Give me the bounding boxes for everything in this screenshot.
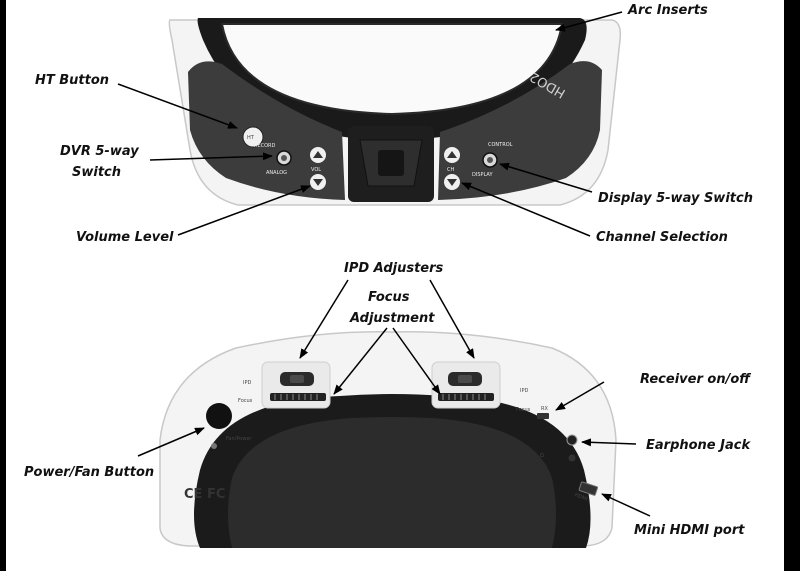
vol-down-arrow-icon — [313, 179, 323, 186]
left-focus-wheel-ridges — [274, 394, 318, 400]
record-text: RECORD — [254, 143, 276, 149]
arrow-display-switch — [499, 162, 593, 193]
ch-up-arrow-icon — [447, 151, 457, 158]
aux-port — [568, 454, 576, 462]
right-focus-wheel-ridges — [442, 394, 486, 400]
label-ipd-adjusters: IPD Adjusters — [344, 261, 444, 276]
arrow-ipd-left — [299, 279, 349, 359]
center-vent-slot — [378, 150, 404, 176]
vol-text: VOL — [311, 167, 321, 173]
arrow-channel-selection — [461, 182, 591, 237]
right-ipd-slider-grip — [458, 375, 472, 383]
ipd-left-text: IPD — [243, 380, 251, 386]
arrow-receiver — [555, 381, 605, 411]
label-dvr-line2: Switch — [72, 165, 121, 180]
label-focus-line1: Focus — [368, 290, 410, 305]
arrow-arc-inserts — [555, 11, 623, 32]
bottom-foam-inner — [228, 417, 556, 548]
label-ht-button: HT Button — [35, 73, 109, 88]
callout-arrows — [117, 11, 651, 517]
display-text: DISPLAY — [472, 172, 493, 178]
arrow-focus-right — [392, 327, 441, 395]
right-focus-wheel[interactable] — [438, 393, 494, 401]
fan-power-text: Fan/Power — [226, 436, 252, 442]
arrow-focus-left — [333, 327, 388, 395]
dvr-switch-center — [281, 155, 287, 161]
arrow-volume-level — [177, 185, 311, 236]
top-goggle-view: HT RECORD ANALOG VOL CH CONTROL DISPLAY — [168, 18, 622, 206]
label-earphone-jack: Earphone Jack — [646, 438, 751, 453]
headphone-icon: Ω — [540, 453, 544, 459]
ch-text: CH — [447, 167, 454, 173]
display-switch-center — [487, 157, 493, 163]
arrow-dvr-switch — [149, 152, 273, 161]
label-mini-hdmi: Mini HDMI port — [634, 523, 745, 538]
label-volume-level: Volume Level — [76, 230, 174, 245]
left-ipd-slider-grip — [290, 375, 304, 383]
label-display-switch: Display 5-way Switch — [598, 191, 753, 206]
mini-hdmi-port[interactable] — [578, 481, 599, 496]
right-control-panel — [438, 61, 602, 200]
bottom-goggle-view: IPD Focus IPD Focus Fan/Power CE FC RX Ω… — [159, 331, 617, 548]
analog-text: ANALOG — [266, 170, 287, 176]
power-led — [211, 443, 217, 449]
power-fan-button[interactable] — [206, 403, 232, 429]
foam-inner — [220, 23, 564, 116]
label-channel-selection: Channel Selection — [596, 230, 728, 245]
rx-text: RX — [541, 406, 548, 412]
vol-up-arrow-icon — [313, 151, 323, 158]
ce-fc-mark: CE FC — [184, 487, 225, 502]
ch-down-arrow-icon — [447, 179, 457, 186]
ipd-right-text: IPD — [520, 388, 528, 394]
left-control-panel — [188, 61, 345, 201]
arrow-hdmi — [601, 493, 651, 517]
label-focus-line2: Adjustment — [349, 311, 435, 326]
left-focus-wheel[interactable] — [270, 393, 326, 401]
arrow-power-fan — [137, 427, 205, 457]
ht-button[interactable] — [242, 126, 264, 148]
label-receiver: Receiver on/off — [640, 372, 751, 387]
arrow-earphone-jack — [581, 438, 637, 447]
label-arc-inserts: Arc Inserts — [627, 3, 708, 18]
label-dvr-line1: DVR 5-way — [60, 144, 139, 159]
earphone-jack[interactable] — [566, 434, 578, 446]
control-text: CONTROL — [488, 142, 513, 148]
hdmi-text: HDMI — [574, 492, 589, 503]
arrow-ipd-right — [429, 279, 475, 359]
label-power-fan: Power/Fan Button — [24, 465, 154, 480]
receiver-switch[interactable] — [537, 413, 549, 419]
focus-left-text: Focus — [238, 398, 253, 404]
focus-right-text: Focus — [516, 407, 531, 413]
callout-labels: Arc Inserts HT Button DVR 5-way Switch V… — [24, 3, 753, 538]
arrow-ht-button — [117, 83, 238, 129]
ht-button-text: HT — [247, 135, 255, 141]
